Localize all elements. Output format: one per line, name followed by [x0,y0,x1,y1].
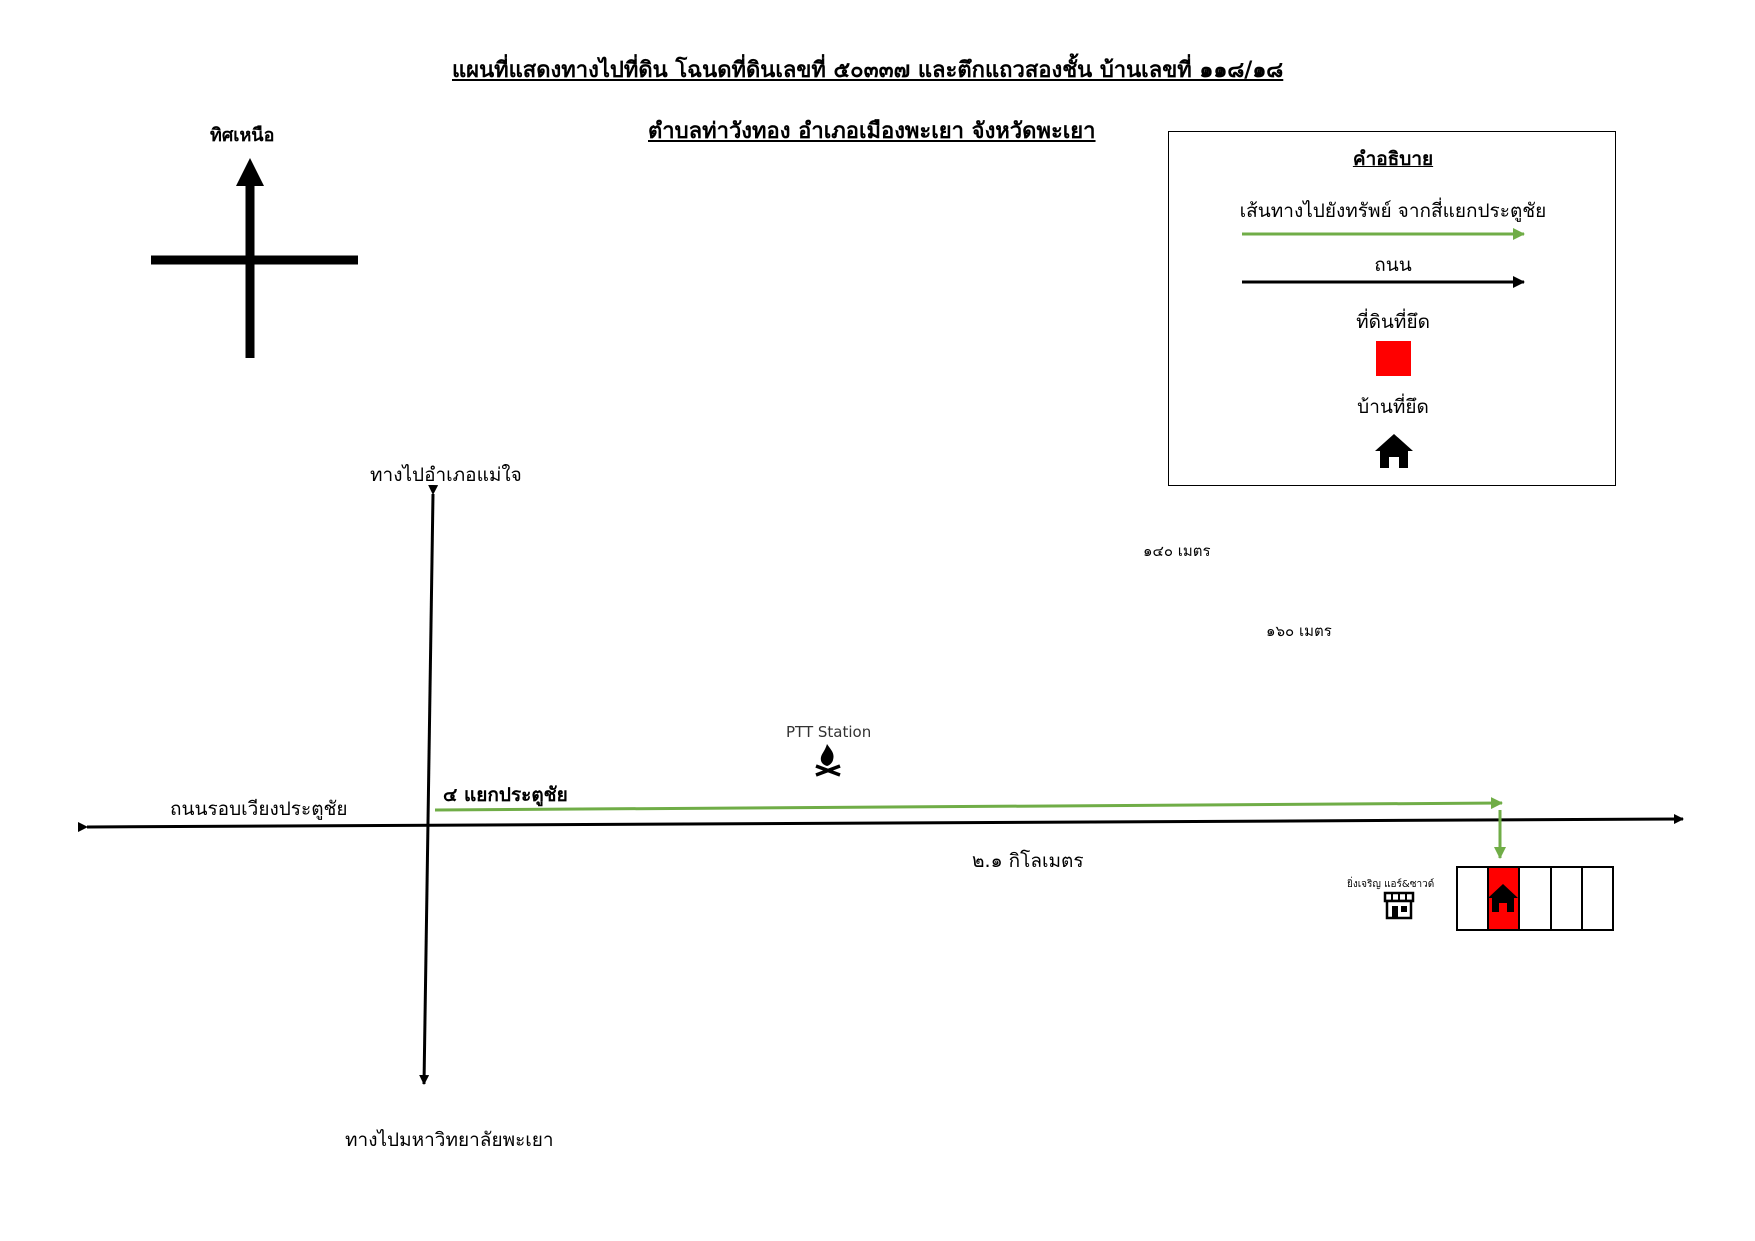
legend-route-label: เส้นทางไปยังทรัพย์ จากสี่แยกประตูชัย [1239,200,1547,222]
legend-road-label: ถนน [1374,254,1412,276]
distance-140-label: ๑๔๐ เมตร [1143,542,1211,560]
legend: คำอธิบาย เส้นทางไปยังทรัพย์ จากสี่แยกประ… [1168,131,1616,486]
campfire-icon [815,744,841,777]
north-road-label: ทางไปอำเภอแม่ใจ [370,464,522,486]
legend-land-swatch [1376,341,1411,376]
row-houses [1456,866,1614,931]
legend-house-icon [1375,434,1413,468]
legend-house-label: บ้านที่ยึด [1357,396,1429,418]
north-south-road [419,484,439,1085]
south-road-label: ทางไปมหาวิทยาลัยพะเยา [345,1129,554,1151]
distance-160-label: ๑๖๐ เมตร [1266,622,1332,640]
legend-heading: คำอธิบาย [1352,148,1434,170]
route-main [434,797,1503,812]
east-west-road [77,814,1684,833]
storefront-icon [1383,891,1415,920]
gas-station-label: PTT Station [786,723,872,741]
legend-drawing [1242,228,1525,468]
distance-main-label: ๒.๑ กิโลเมตร [972,850,1084,872]
intersection-label: ๔ แยกประตูชัย [443,784,568,806]
west-road-label: ถนนรอบเวียงประตูชัย [170,798,348,820]
house-icon [1488,884,1518,912]
map-subtitle: ตำบลท่าวังทอง อำเภอเมืองพะเยา จังหวัดพะเ… [648,119,1096,144]
shop-label: ยิ่งเจริญ แอร์&ซาวด์ [1347,879,1435,890]
legend-land-label: ที่ดินที่ยึด [1356,311,1430,333]
compass-label: ทิศเหนือ [210,125,275,146]
map-title: แผนที่แสดงทางไปที่ดิน โฉนดที่ดินเลขที่ ๕… [452,58,1284,83]
compass [151,158,358,358]
north-arrow-icon [236,158,264,186]
